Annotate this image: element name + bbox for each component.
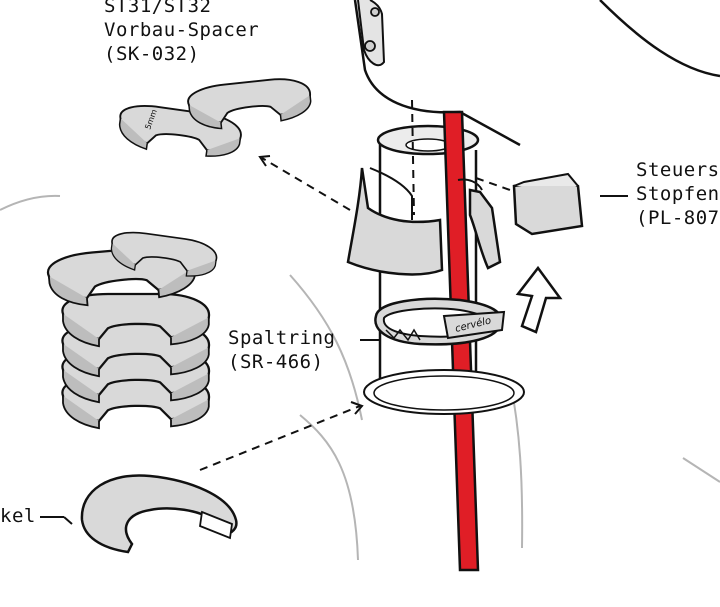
leader-lines	[40, 195, 628, 525]
label-steuer-line2: Stopfen	[636, 183, 720, 205]
spacer-stack	[45, 228, 220, 430]
up-arrow-icon	[515, 265, 563, 334]
label-spacer-line2: Vorbau-Spacer	[104, 19, 260, 41]
dashed-arrows	[199, 157, 511, 471]
label-spaltring-line1: Spaltring	[228, 327, 336, 349]
label-spacer: ST31/ST32 Vorbau-Spacer (SK-032)	[104, 0, 259, 66]
plug-clip	[457, 178, 502, 270]
arrowheads	[258, 155, 364, 415]
label-deckel: kel	[0, 504, 36, 528]
label-spaltring: Spaltring (SR-466)	[228, 326, 335, 374]
label-steuer-line1: Steuers	[636, 159, 720, 181]
label-spacer-line3: (SK-032)	[104, 43, 200, 65]
axis-dashed-line	[411, 99, 415, 216]
stopfen-part	[512, 172, 584, 236]
label-deckel-line1: kel	[0, 505, 36, 527]
label-steuer: Steuers Stopfen (PL-807	[636, 158, 720, 230]
split-ring	[374, 297, 506, 346]
label-steuer-line3: (PL-807	[636, 207, 720, 229]
plug-wedge	[346, 167, 444, 276]
stem-head	[353, 0, 720, 147]
headtube-opening	[363, 369, 525, 415]
label-spacer-line1: ST31/ST32	[104, 0, 212, 17]
deckel-part	[80, 474, 238, 554]
label-spaltring-line2: (SR-466)	[228, 351, 324, 373]
